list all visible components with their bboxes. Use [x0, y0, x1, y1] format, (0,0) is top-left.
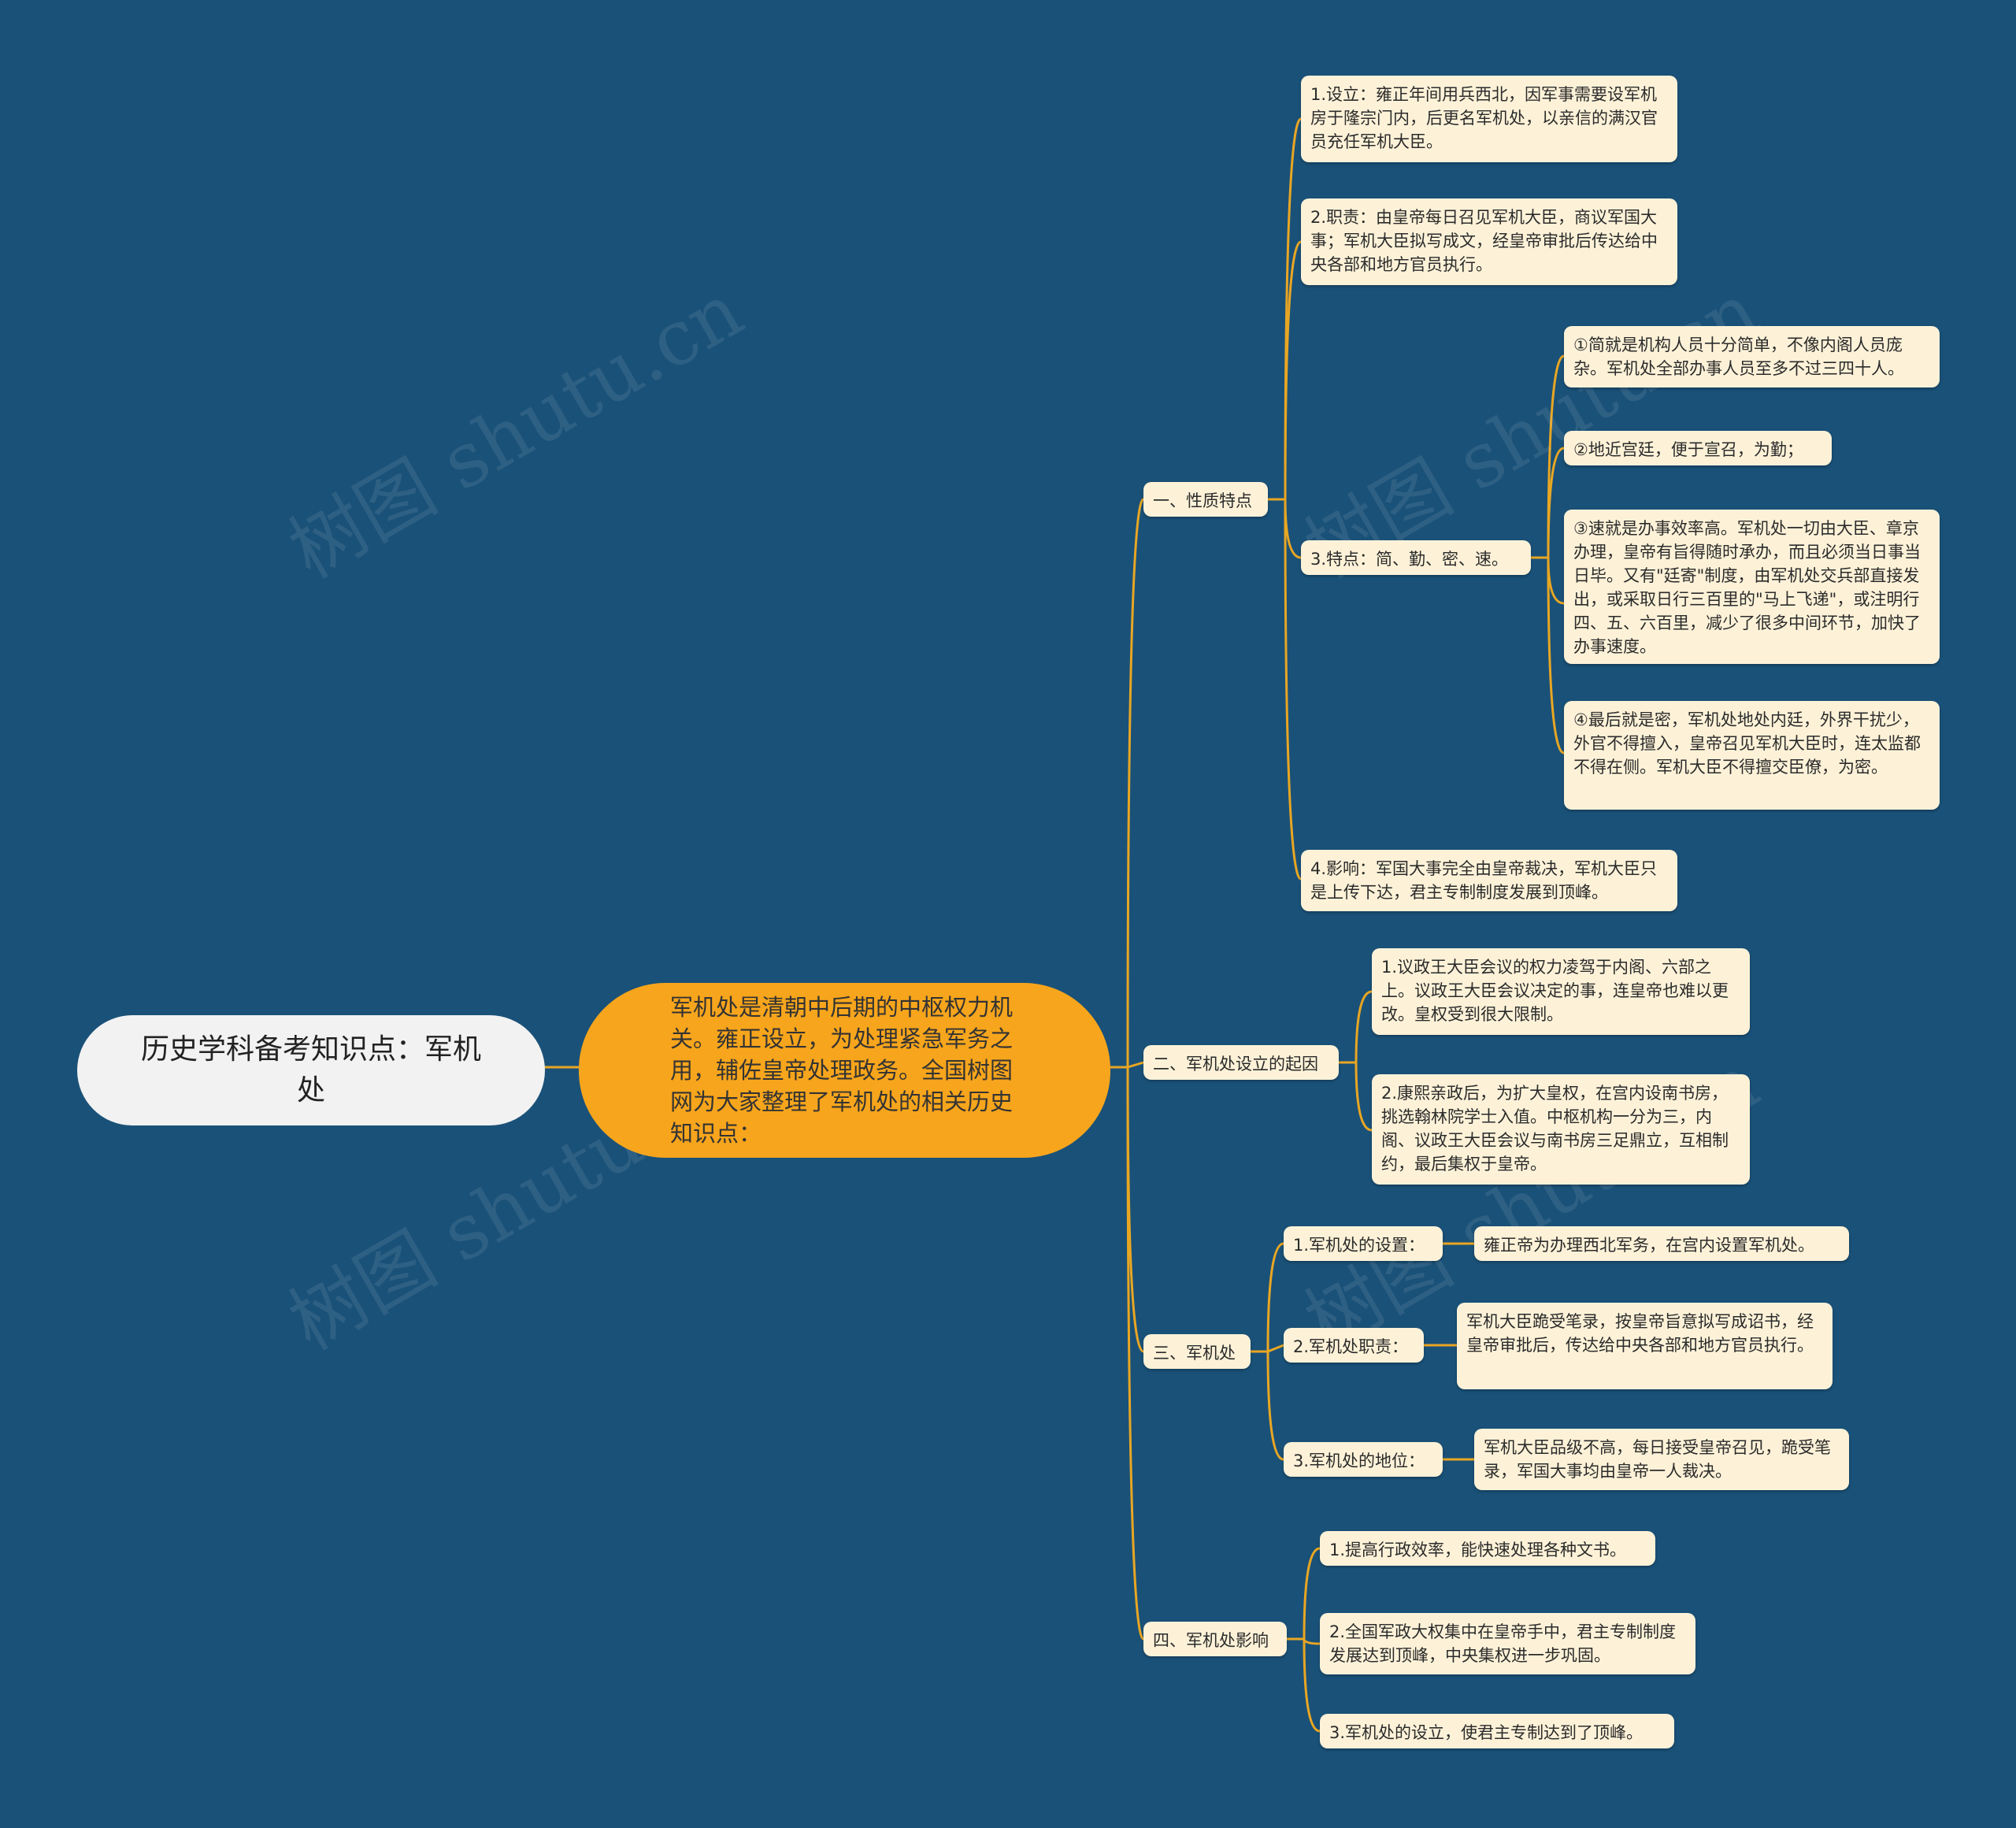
node-text: ①简就是机构人员十分简单，不像内阁人员庞杂。军机处全部办事人员至多不过三四十人。	[1573, 336, 1904, 378]
connector	[1266, 1351, 1284, 1461]
node-feature-diligent[interactable]: ②地近宫廷，便于宣召，为勤；	[1564, 431, 1832, 465]
node-text: 4.影响：军国大事完全由皇帝裁决，军机大臣只是上传下达，君主专制制度发展到顶峰。	[1310, 859, 1658, 902]
node-status-detail[interactable]: 军机大臣品级不高，每日接受皇帝召见，跪受笔录，军国大事均由皇帝一人裁决。	[1474, 1429, 1849, 1490]
connector	[1547, 557, 1565, 755]
node-status[interactable]: 3.军机处的地位：	[1284, 1442, 1443, 1477]
branch-nature-features[interactable]: 一、性质特点	[1143, 482, 1268, 517]
node-role[interactable]: 2.军机处职责：	[1284, 1328, 1424, 1363]
connector	[1267, 1344, 1284, 1353]
connector	[1354, 990, 1373, 1063]
node-role-detail[interactable]: 军机大臣跪受笔录，按皇帝旨意拟写成诏书，经皇帝审批后，传达给中央各部和地方官员执…	[1457, 1303, 1833, 1389]
connector	[1354, 1062, 1373, 1132]
connector	[1303, 1638, 1321, 1733]
node-text: ②地近宫廷，便于宣召，为勤；	[1573, 440, 1803, 459]
connector	[1126, 1066, 1144, 1353]
connector	[1303, 1547, 1321, 1640]
node-duties[interactable]: 2.职责：由皇帝每日召见军机大臣，商议军国大事；军机大臣拟写成文，经皇帝审批后传…	[1301, 198, 1677, 285]
node-origin-2[interactable]: 2.康熙亲政后，为扩大皇权，在宫内设南书房，挑选翰林院学士入值。中枢机构一分为三…	[1372, 1074, 1750, 1185]
node-text: 1.议政王大臣会议的权力凌驾于内阁、六部之上。议政王大臣会议决定的事，连皇帝也难…	[1381, 958, 1729, 1024]
intro-text: 军机处是清朝中后期的中枢权力机关。雍正设立，为处理紧急军务之用，辅佐皇帝处理政务…	[670, 994, 1014, 1147]
node-setup-detail[interactable]: 雍正帝为办理西北军务，在宫内设置军机处。	[1474, 1226, 1849, 1261]
node-characteristics[interactable]: 3.特点：简、勤、密、速。	[1301, 540, 1531, 575]
branch-origin[interactable]: 二、军机处设立的起因	[1143, 1045, 1339, 1080]
connector	[1126, 498, 1144, 1068]
node-feature-secret[interactable]: ④最后就是密，军机处地处内廷，外界干扰少，外官不得擅入，皇帝召见军机大臣时，连太…	[1564, 701, 1940, 810]
node-setup[interactable]: 1.军机处的设置：	[1284, 1226, 1443, 1261]
node-text: 2.军机处职责：	[1293, 1337, 1409, 1356]
node-text: 3.特点：简、勤、密、速。	[1310, 550, 1509, 569]
node-origin-1[interactable]: 1.议政王大臣会议的权力凌驾于内阁、六部之上。议政王大臣会议决定的事，连皇帝也难…	[1372, 948, 1750, 1035]
connector	[1303, 1638, 1321, 1645]
connector	[1284, 117, 1302, 500]
node-text: 2.康熙亲政后，为扩大皇权，在宫内设南书房，挑选翰林院学士入值。中枢机构一分为三…	[1381, 1084, 1729, 1174]
connector	[1127, 1061, 1144, 1069]
node-feature-fast[interactable]: ③速就是办事效率高。军机处一切由大臣、章京办理，皇帝有旨得随时承办，而且必须当日…	[1564, 510, 1940, 664]
node-text: 2.职责：由皇帝每日召见军机大臣，商议军国大事；军机大臣拟写成文，经皇帝审批后传…	[1310, 208, 1658, 274]
connector	[1126, 1066, 1144, 1641]
branch-label: 一、性质特点	[1153, 491, 1252, 510]
node-feature-simple[interactable]: ①简就是机构人员十分简单，不像内阁人员庞杂。军机处全部办事人员至多不过三四十人。	[1564, 326, 1940, 387]
node-text: 1.提高行政效率，能快速处理各种文书。	[1329, 1541, 1627, 1559]
connector	[1284, 499, 1302, 881]
connector	[1284, 499, 1302, 559]
branch-label: 三、军机处	[1153, 1344, 1236, 1363]
branch-junjichu[interactable]: 三、军机处	[1143, 1334, 1251, 1369]
node-impact-2[interactable]: 2.全国军政大权集中在皇帝手中，君主专制制度发展达到顶峰，中央集权进一步巩固。	[1320, 1613, 1695, 1674]
connector	[1284, 240, 1302, 500]
node-impact-1[interactable]: 1.提高行政效率，能快速处理各种文书。	[1320, 1531, 1655, 1566]
node-text: ④最后就是密，军机处地处内廷，外界干扰少，外官不得擅入，皇帝召见军机大臣时，连太…	[1573, 710, 1921, 777]
node-text: 1.军机处的设置：	[1293, 1236, 1425, 1255]
branch-label: 四、军机处影响	[1153, 1631, 1269, 1650]
node-influence[interactable]: 4.影响：军国大事完全由皇帝裁决，军机大臣只是上传下达，君主专制制度发展到顶峰。	[1301, 850, 1677, 911]
root-title: 历史学科备考知识点：军机处	[140, 1033, 481, 1107]
node-text: 2.全国军政大权集中在皇帝手中，君主专制制度发展达到顶峰，中央集权进一步巩固。	[1329, 1622, 1677, 1665]
branch-label: 二、军机处设立的起因	[1153, 1055, 1318, 1073]
node-text: 1.设立：雍正年间用兵西北，因军事需要设军机房于隆宗门内，后更名军机处，以亲信的…	[1310, 85, 1658, 151]
root-topic[interactable]: 历史学科备考知识点：军机处	[77, 1015, 545, 1125]
connector	[1266, 1242, 1284, 1352]
node-impact-3[interactable]: 3.军机处的设立，使君主专制达到了顶峰。	[1320, 1714, 1674, 1748]
node-text: 3.军机处的地位：	[1293, 1452, 1425, 1470]
node-text: 雍正帝为办理西北军务，在宫内设置军机处。	[1484, 1236, 1814, 1255]
node-text: ③速就是办事效率高。军机处一切由大臣、章京办理，皇帝有旨得随时承办，而且必须当日…	[1573, 519, 1921, 656]
node-text: 3.军机处的设立，使君主专制达到了顶峰。	[1329, 1723, 1644, 1742]
connector	[1547, 447, 1565, 558]
connector	[1547, 557, 1565, 605]
node-text: 军机大臣品级不高，每日接受皇帝召见，跪受笔录，军国大事均由皇帝一人裁决。	[1484, 1438, 1831, 1481]
node-text: 军机大臣跪受笔录，按皇帝旨意拟写成诏书，经皇帝审批后，传达给中央各部和地方官员执…	[1466, 1312, 1814, 1355]
intro-topic[interactable]: 军机处是清朝中后期的中枢权力机关。雍正设立，为处理紧急军务之用，辅佐皇帝处理政务…	[579, 983, 1110, 1158]
branch-impact[interactable]: 四、军机处影响	[1143, 1622, 1287, 1656]
node-establishment[interactable]: 1.设立：雍正年间用兵西北，因军事需要设军机房于隆宗门内，后更名军机处，以亲信的…	[1301, 76, 1677, 162]
